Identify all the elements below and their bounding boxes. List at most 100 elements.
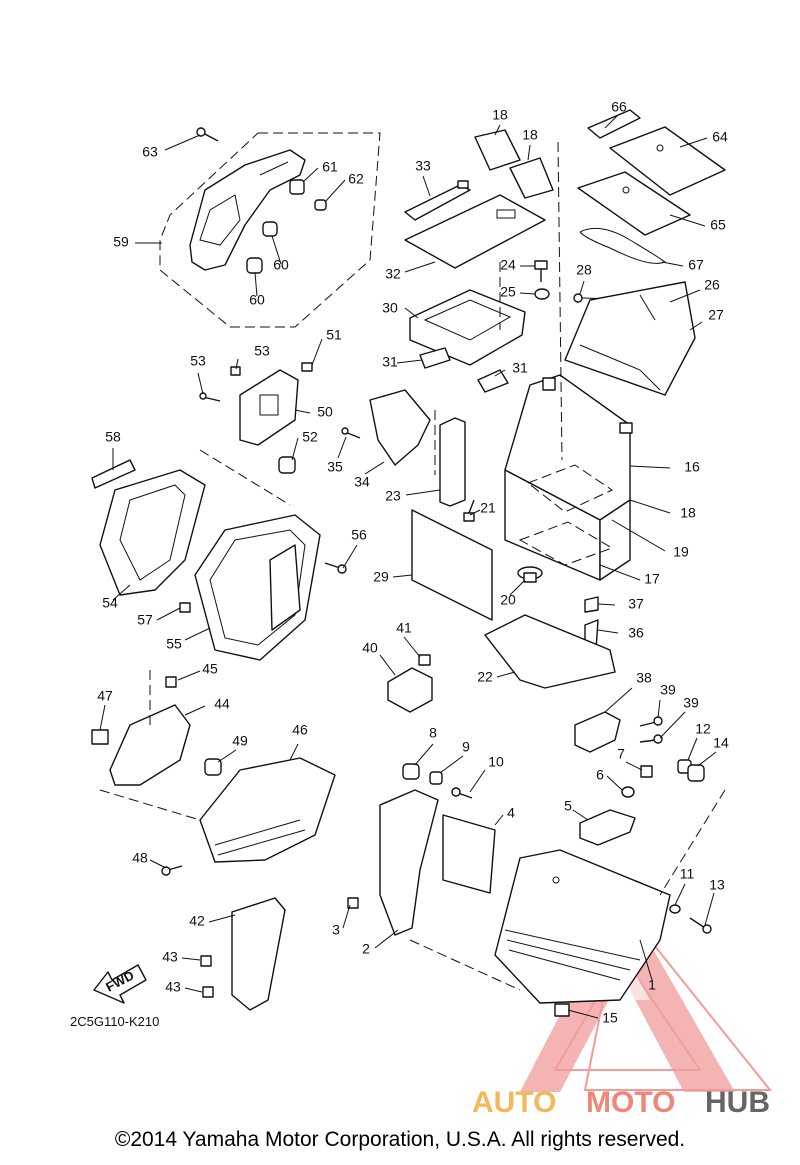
callout-1: 1 bbox=[648, 977, 656, 993]
side-cover-54 bbox=[99, 469, 206, 596]
callout-4: 4 bbox=[507, 805, 515, 821]
seat-lock-cover bbox=[189, 149, 306, 271]
screw-56 bbox=[324, 562, 347, 574]
bracket-44 bbox=[109, 704, 191, 786]
callout-58: 58 bbox=[105, 429, 121, 445]
callout-50: 50 bbox=[317, 404, 333, 420]
bolt-45 bbox=[165, 676, 177, 688]
bracket-40 bbox=[387, 667, 433, 713]
callout-16: 16 bbox=[684, 459, 700, 475]
callout-54: 54 bbox=[102, 595, 118, 611]
callout-2: 2 bbox=[362, 941, 370, 957]
callout-39a: 39 bbox=[660, 682, 676, 698]
callout-59: 59 bbox=[113, 234, 129, 250]
diagram-code: 2C5G110-K210 bbox=[70, 1014, 159, 1029]
callout-18b: 18 bbox=[522, 127, 538, 143]
callout-28: 28 bbox=[576, 262, 592, 278]
callout-63: 63 bbox=[142, 144, 158, 160]
bracket-34 bbox=[369, 389, 431, 466]
callout-66: 66 bbox=[611, 99, 627, 115]
callout-52: 52 bbox=[302, 429, 318, 445]
callout-56: 56 bbox=[351, 527, 367, 543]
callout-39b: 39 bbox=[683, 695, 699, 711]
rubber-pad-18a bbox=[474, 129, 521, 171]
callout-31a: 31 bbox=[382, 354, 398, 370]
callout-11: 11 bbox=[680, 866, 695, 882]
strap-67 bbox=[579, 227, 666, 264]
callout-41: 41 bbox=[396, 620, 412, 636]
washer-11 bbox=[669, 904, 681, 914]
plate-32 bbox=[404, 194, 546, 269]
bolt-10 bbox=[451, 787, 473, 799]
callout-49: 49 bbox=[232, 733, 248, 749]
callout-37: 37 bbox=[628, 596, 644, 612]
callout-15: 15 bbox=[602, 1010, 618, 1026]
washer-6 bbox=[621, 786, 635, 798]
callout-18c: 18 bbox=[680, 505, 696, 521]
collar-61 bbox=[289, 179, 305, 195]
callout-8: 8 bbox=[429, 725, 437, 741]
clip-47 bbox=[91, 729, 109, 745]
damper-14 bbox=[687, 764, 705, 782]
bolt-39a bbox=[639, 716, 663, 727]
callout-62: 62 bbox=[348, 171, 364, 187]
bolt-39b bbox=[639, 734, 663, 744]
callout-47: 47 bbox=[97, 688, 113, 704]
screw-48 bbox=[161, 865, 183, 876]
callout-5: 5 bbox=[564, 798, 572, 814]
grommet-52 bbox=[278, 456, 296, 474]
bolt-63 bbox=[196, 127, 219, 142]
side-cover-1 bbox=[494, 849, 671, 1004]
callout-19: 19 bbox=[673, 544, 689, 560]
rubber-pad-18b bbox=[509, 157, 554, 199]
callout-21: 21 bbox=[480, 500, 496, 516]
callout-67: 67 bbox=[688, 257, 704, 273]
callout-55: 55 bbox=[166, 636, 182, 652]
side-cover-55 bbox=[194, 514, 321, 661]
callout-7: 7 bbox=[617, 746, 625, 762]
callout-20: 20 bbox=[500, 592, 516, 608]
callout-22: 22 bbox=[477, 669, 493, 685]
callout-48: 48 bbox=[132, 850, 148, 866]
tray-27 bbox=[564, 281, 696, 396]
bolt-24 bbox=[534, 260, 548, 282]
bolt-53b bbox=[199, 392, 221, 402]
callout-53a: 53 bbox=[254, 343, 270, 359]
callout-14: 14 bbox=[713, 735, 729, 751]
strip-58 bbox=[91, 459, 136, 489]
copyright-notice: ©2014 Yamaha Motor Corporation, U.S.A. A… bbox=[114, 1128, 686, 1151]
callout-13: 13 bbox=[709, 877, 725, 893]
grommet-60b bbox=[246, 257, 263, 274]
lock-5 bbox=[579, 809, 636, 846]
callout-12: 12 bbox=[695, 721, 711, 737]
callout-43b: 43 bbox=[165, 979, 181, 995]
cover-46 bbox=[199, 757, 336, 863]
callout-57: 57 bbox=[137, 612, 153, 628]
callout-43a: 43 bbox=[162, 949, 178, 965]
callout-29: 29 bbox=[373, 569, 389, 585]
watermark-auto: AUTO bbox=[472, 1086, 556, 1119]
callout-60a: 60 bbox=[273, 257, 289, 273]
watermark-hub: HUB bbox=[705, 1086, 770, 1119]
callout-53b: 53 bbox=[190, 353, 206, 369]
band-66 bbox=[587, 109, 641, 139]
callout-44: 44 bbox=[214, 696, 230, 712]
bracket-50 bbox=[239, 369, 299, 446]
bolt-41 bbox=[418, 654, 431, 666]
callout-51: 51 bbox=[326, 327, 342, 343]
collar-25 bbox=[534, 288, 550, 300]
watermark-text: AUTO MOTO HUB bbox=[472, 1086, 770, 1119]
fwd-arrow-icon: FWD bbox=[93, 964, 147, 1004]
bracket-42 bbox=[231, 897, 286, 1011]
callout-61: 61 bbox=[322, 159, 338, 175]
callout-42: 42 bbox=[189, 913, 205, 929]
sheet-22 bbox=[484, 614, 616, 689]
battery-pad-17 bbox=[518, 521, 614, 566]
callout-64: 64 bbox=[712, 129, 728, 145]
callout-23: 23 bbox=[385, 488, 401, 504]
callout-45: 45 bbox=[202, 661, 218, 677]
clip-37 bbox=[584, 596, 599, 613]
callout-35: 35 bbox=[327, 459, 343, 475]
callout-6: 6 bbox=[596, 767, 604, 783]
